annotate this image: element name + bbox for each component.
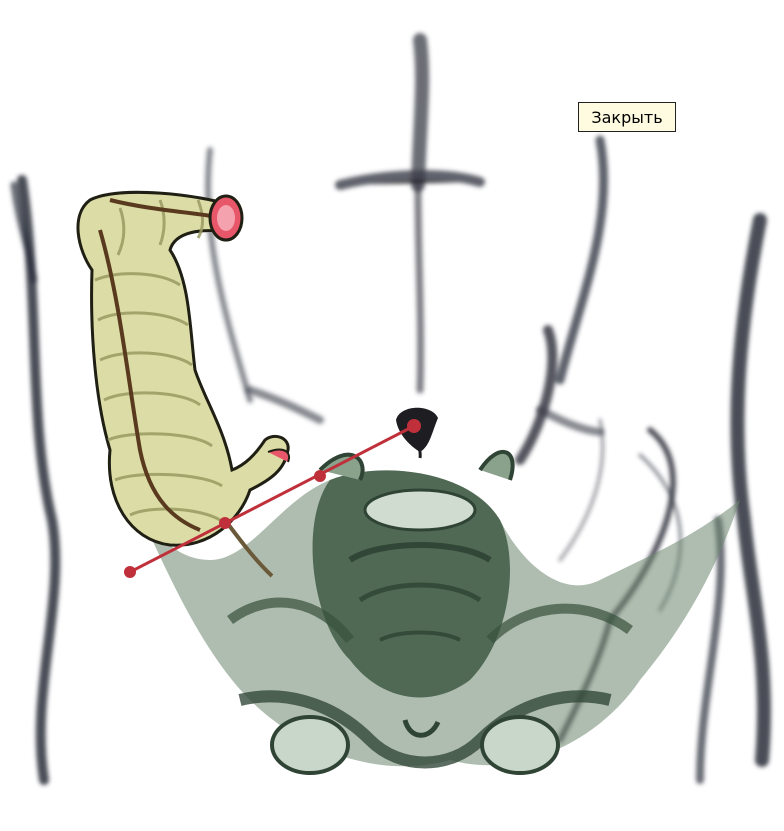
marker-point-iliac: [124, 566, 136, 578]
marker-point-navel: [407, 419, 421, 433]
ascending-colon: [78, 192, 289, 576]
marker-point-upper-third: [314, 470, 326, 482]
marker-point-lower-third: [219, 517, 231, 529]
close-button[interactable]: Закрыть: [578, 102, 676, 132]
close-button-label: Закрыть: [591, 108, 662, 127]
